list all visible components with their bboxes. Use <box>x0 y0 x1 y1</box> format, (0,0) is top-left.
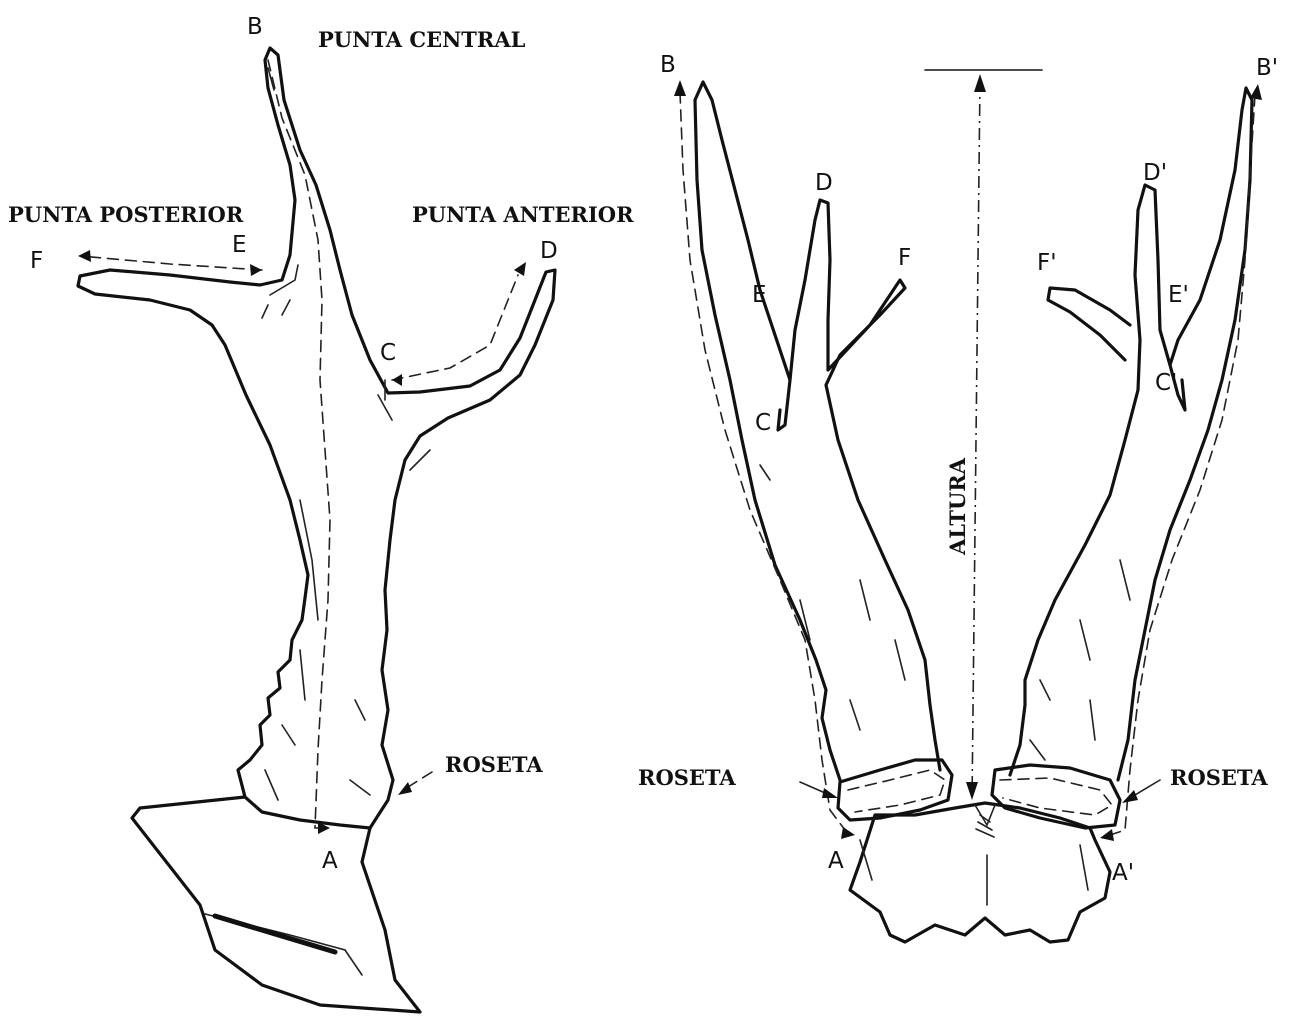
label-punta-posterior: PUNTA POSTERIOR <box>8 202 244 227</box>
point-d-lateral: D <box>540 238 558 264</box>
label-roseta-front-left: ROSETA <box>638 765 736 790</box>
point-b-front-right: B' <box>1256 55 1278 81</box>
point-a-front-right: A' <box>1112 860 1134 886</box>
measurement-path-lateral <box>268 60 330 828</box>
label-punta-anterior: PUNTA ANTERIOR <box>412 202 634 227</box>
lateral-antler-view: PUNTA CENTRAL PUNTA POSTERIOR PUNTA ANTE… <box>8 14 634 1012</box>
point-c-front-right: C' <box>1155 370 1177 396</box>
point-e-front-left: E <box>752 282 767 308</box>
point-e-front-right: E' <box>1168 282 1189 308</box>
label-punta-central: PUNTA CENTRAL <box>318 27 526 52</box>
point-a-front-left: A <box>828 848 844 874</box>
point-d-front-left: D <box>815 170 833 196</box>
point-e-lateral: E <box>232 232 247 258</box>
point-b-lateral: B <box>247 14 263 40</box>
skull-fragment-lateral <box>132 797 420 1012</box>
measurement-path-front-right <box>1110 95 1255 835</box>
antler-outline-lateral <box>78 48 555 828</box>
label-roseta-lateral: ROSETA <box>445 752 543 777</box>
point-f-front-right: F' <box>1037 250 1057 276</box>
point-a-lateral: A <box>322 848 338 874</box>
label-roseta-front-right: ROSETA <box>1170 765 1268 790</box>
point-c-lateral: C <box>380 340 396 366</box>
point-f-front-left: F <box>898 245 911 271</box>
front-right-antler-outline <box>1010 88 1252 780</box>
point-c-front-left: C <box>755 410 771 436</box>
label-altura: ALTURA <box>945 457 970 556</box>
point-b-front-left: B <box>660 52 676 78</box>
height-measure-line <box>972 80 980 800</box>
point-f-lateral: F <box>30 248 43 274</box>
frontal-antler-view: ALTURA ROSETA ROSETA B D F E C A B' D' F… <box>638 52 1278 942</box>
point-d-front-right: D' <box>1143 160 1167 186</box>
